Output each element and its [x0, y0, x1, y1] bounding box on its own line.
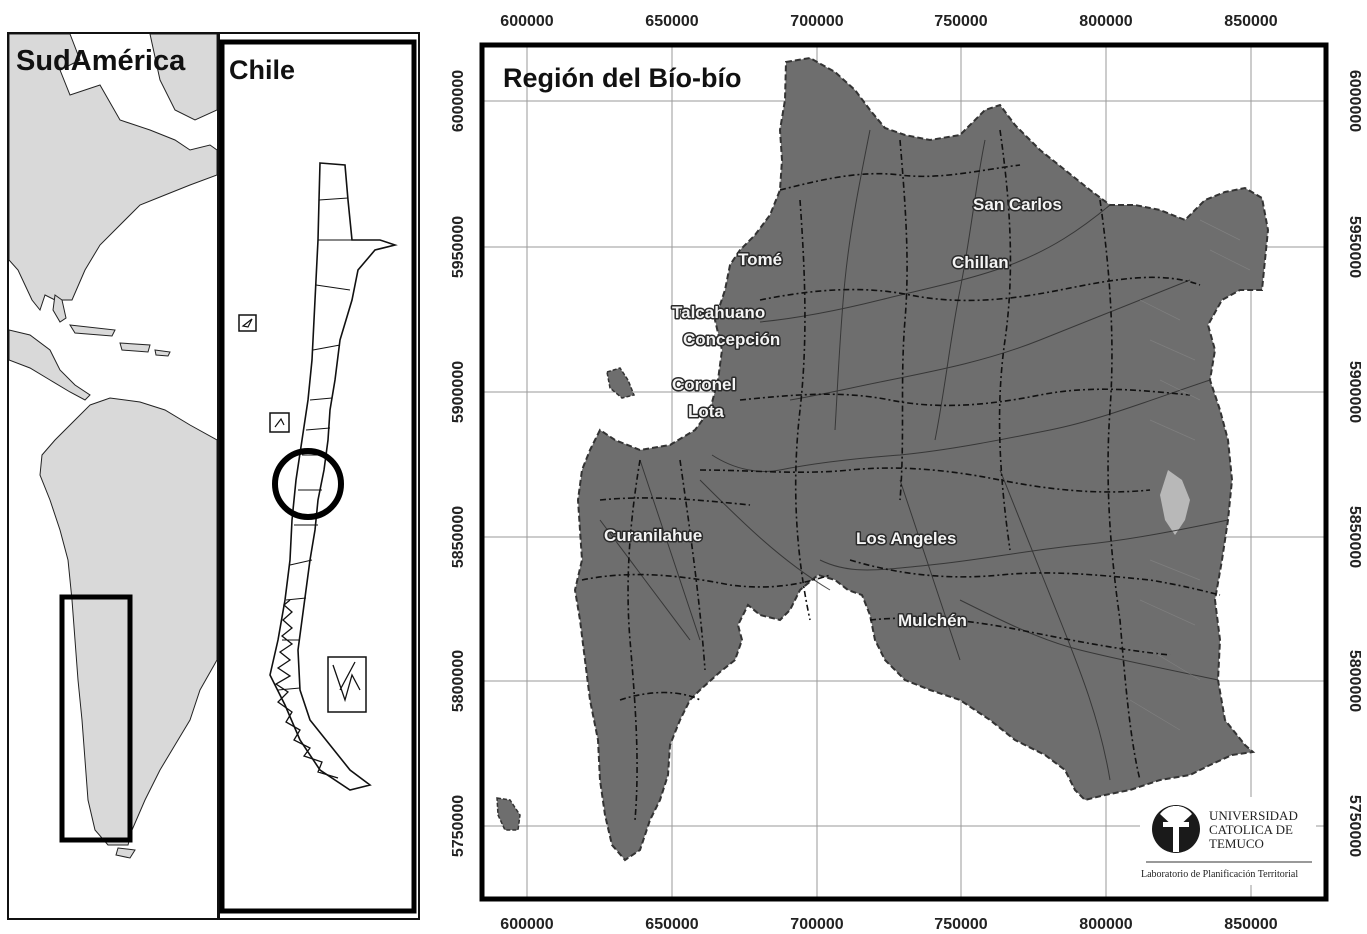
northing-left-tick-label: 5900000: [450, 361, 467, 423]
university-logo: UNIVERSIDAD CATOLICA DE TEMUCO Laborator…: [1140, 797, 1316, 885]
easting-bottom-tick-label: 800000: [1079, 916, 1132, 933]
bio-bio-region: [573, 56, 1270, 862]
easting-bottom-tick-label: 650000: [645, 916, 698, 933]
easting-bottom-tick-label: 700000: [790, 916, 843, 933]
region-map-frame: [479, 42, 1329, 902]
commune-boundaries: [581, 129, 1221, 821]
bio-bio-locator-circle: [272, 448, 344, 520]
south-america-panel: SudAmérica: [7, 32, 219, 920]
city-label-coronel: Coronel: [672, 375, 736, 394]
rivers: [599, 129, 1229, 781]
city-label-concepcion: Concepción: [683, 330, 780, 349]
northing-left-tick-label: 5850000: [450, 506, 467, 568]
region-title: Región del Bío-bío: [503, 63, 741, 93]
northing-left-tick-label: 6000000: [450, 70, 467, 132]
northing-right-tick-label: 5850000: [1346, 506, 1363, 568]
northing-left-tick-label: 5950000: [450, 216, 467, 278]
easting-top-tick-label: 850000: [1224, 13, 1277, 30]
easting-top-tick-label: 650000: [645, 13, 698, 30]
easting-ticks-bottom: 600000 650000 700000 750000 800000 850000: [500, 916, 1277, 933]
city-label-los-angeles: Los Angeles: [856, 529, 956, 548]
city-label-mulchen: Mulchén: [898, 611, 967, 630]
easting-bottom-tick-label: 750000: [934, 916, 987, 933]
city-label-tome: Tomé: [738, 250, 782, 269]
lake: [1160, 470, 1190, 535]
easting-ticks-top: 600000 650000 700000 750000 800000 850000: [500, 13, 1277, 30]
northing-right-tick-label: 5800000: [1346, 650, 1363, 712]
juan-fernandez-inset: [269, 412, 290, 433]
country-title: Chile: [229, 55, 295, 85]
northing-left-tick-label: 5750000: [450, 795, 467, 857]
svg-text:TEMUCO: TEMUCO: [1209, 836, 1264, 851]
easting-top-tick-label: 700000: [790, 13, 843, 30]
city-label-san-carlos: San Carlos: [973, 195, 1062, 214]
chile-panel: Chile: [218, 32, 420, 920]
northing-left-tick-label: 5800000: [450, 650, 467, 712]
svg-text:CATOLICA DE: CATOLICA DE: [1209, 822, 1293, 837]
easter-island-inset: [238, 314, 257, 332]
city-label-curanilahue: Curanilahue: [604, 526, 702, 545]
city-label-lota: Lota: [688, 402, 724, 421]
city-label-talcahuano: Talcahuano: [672, 303, 765, 322]
easting-bottom-tick-label: 600000: [500, 916, 553, 933]
north-america-landmass: [9, 34, 217, 312]
svg-text:UNIVERSIDAD: UNIVERSIDAD: [1209, 808, 1298, 823]
chile-outline: [269, 162, 398, 791]
svg-text:Laboratorio de Planificación T: Laboratorio de Planificación Territorial: [1141, 869, 1298, 880]
northing-ticks-right: 6000000 5950000 5900000 5850000 5800000 57500…: [1346, 70, 1363, 857]
region-map-panel: Región del Bío-bío San Carlos Chillan To…: [450, 13, 1363, 933]
northing-right-tick-label: 5750000: [1346, 795, 1363, 857]
northing-right-tick-label: 5900000: [1346, 361, 1363, 423]
easting-top-tick-label: 600000: [500, 13, 553, 30]
easting-top-tick-label: 750000: [934, 13, 987, 30]
continent-title: SudAmérica: [16, 45, 186, 77]
northing-right-tick-label: 5950000: [1346, 216, 1363, 278]
easting-top-tick-label: 800000: [1079, 13, 1132, 30]
city-label-chillan: Chillan: [952, 253, 1009, 272]
northing-ticks-left: 6000000 5950000 5900000 5850000 5800000 57500…: [450, 70, 467, 857]
chile-locator-box: [59, 594, 133, 843]
northing-right-tick-label: 6000000: [1346, 70, 1363, 132]
antarctic-inset: [327, 656, 367, 713]
easting-bottom-tick-label: 850000: [1224, 916, 1277, 933]
